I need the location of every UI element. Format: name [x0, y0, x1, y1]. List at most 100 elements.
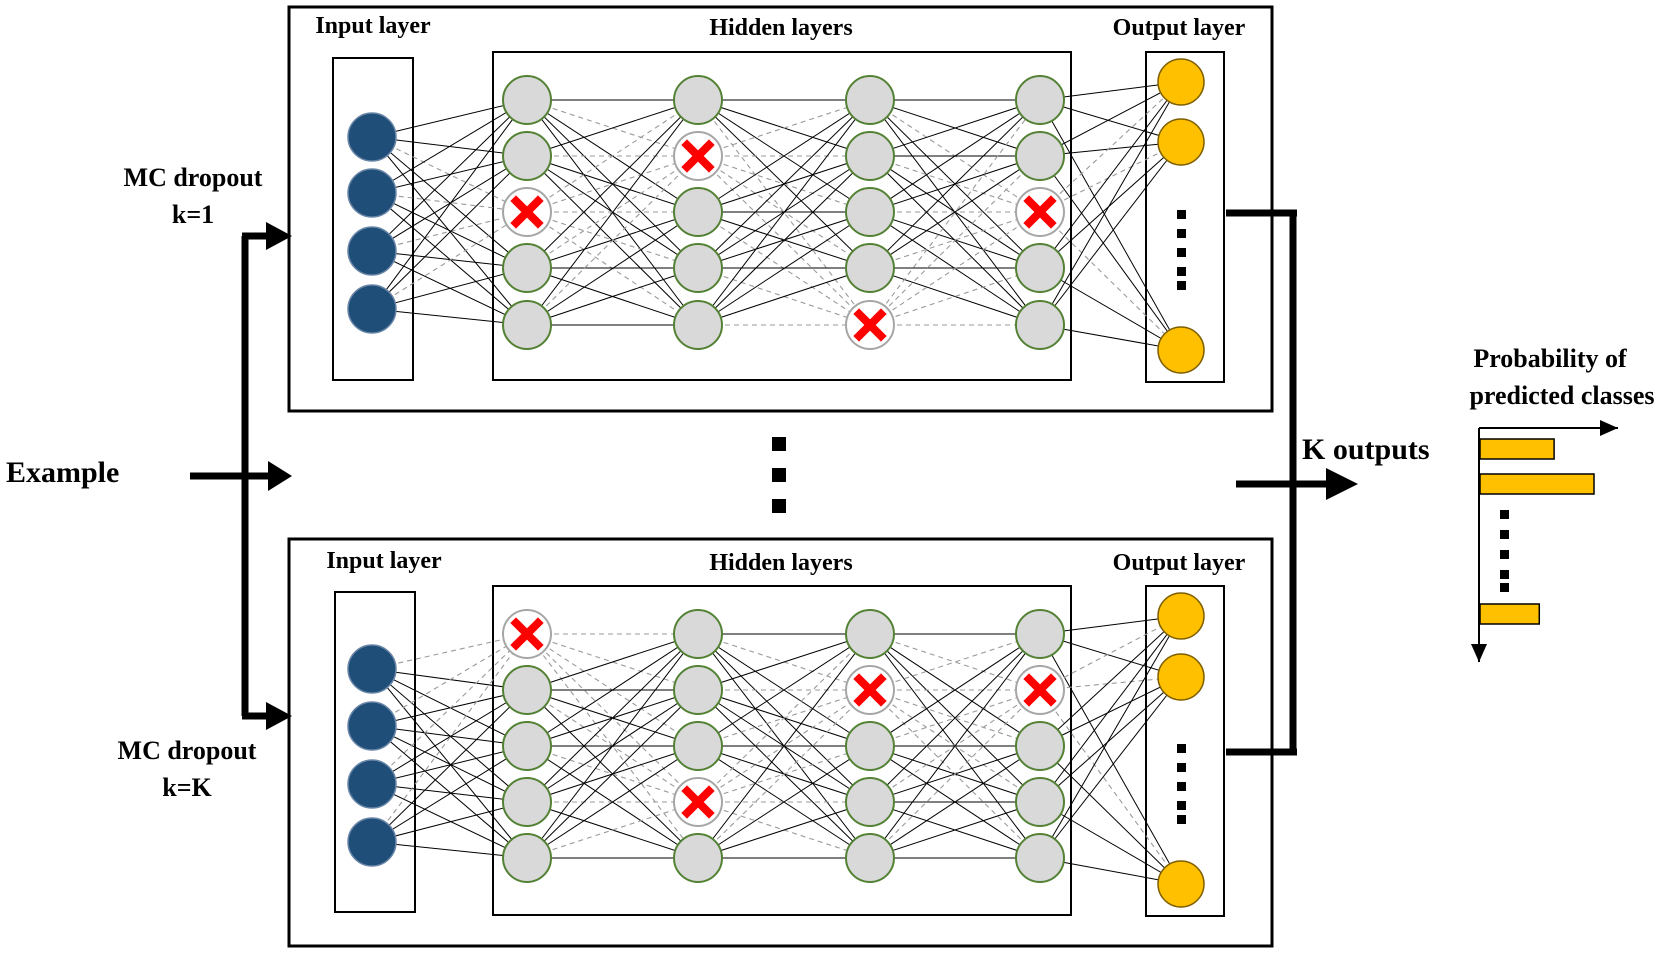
connection: [371, 267, 528, 310]
dropped-connection: [697, 633, 871, 803]
dropped-connection: [526, 801, 699, 859]
dropout-cross-icon: [510, 617, 544, 651]
hidden-node: [845, 609, 895, 659]
connection: [371, 155, 528, 194]
connection: [697, 801, 871, 859]
dropped-connection: [371, 211, 528, 310]
hidden-node: [673, 243, 723, 293]
hidden-node: [502, 833, 552, 883]
nodes-k1: [347, 58, 1205, 374]
connection: [1039, 801, 1182, 885]
connection: [526, 99, 699, 157]
hidden-node: [1015, 721, 1065, 771]
hidden-node: [845, 721, 895, 771]
connection: [371, 841, 528, 859]
dropped-node: [845, 300, 895, 350]
input-layer-box-k1: [332, 57, 414, 381]
connection: [526, 633, 699, 691]
hidden-node: [845, 75, 895, 125]
connection: [697, 99, 871, 213]
mc-dropout-kK-sub: k=K: [162, 773, 212, 802]
dropped-connection: [371, 633, 528, 843]
nodes-kK: [347, 592, 1205, 908]
hidden-node: [673, 665, 723, 715]
output-node: [1157, 58, 1205, 106]
dropped-connection: [869, 155, 1041, 213]
dropout-cross-icon: [681, 139, 715, 173]
connection: [371, 725, 528, 803]
dropped-connection: [371, 192, 528, 213]
hidden-node: [673, 833, 723, 883]
hidden-node: [502, 75, 552, 125]
hidden-node: [673, 75, 723, 125]
connection: [869, 155, 1041, 269]
network-frame-k1: [287, 5, 1274, 413]
connection: [371, 99, 528, 252]
input-node: [347, 701, 397, 751]
hidden-node: [1015, 609, 1065, 659]
connection: [371, 99, 528, 194]
dropped-connection: [526, 633, 699, 859]
connection: [697, 633, 871, 747]
connection: [869, 99, 1041, 269]
connection: [371, 801, 528, 843]
chart-ellipsis: [1500, 510, 1509, 592]
connection: [1039, 155, 1182, 351]
hidden-node: [1015, 300, 1065, 350]
input-layer-label-kK: Input layer: [326, 548, 442, 574]
dropped-connection: [869, 211, 1041, 269]
dropped-connection: [869, 633, 1041, 691]
connection: [526, 745, 699, 859]
connection: [1039, 267, 1182, 351]
dropped-node: [673, 131, 723, 181]
dropped-connection: [1039, 211, 1182, 351]
k-outputs-label: K outputs: [1302, 433, 1430, 466]
connection: [869, 99, 1041, 157]
dropped-connection: [869, 99, 1041, 326]
hidden-node: [502, 243, 552, 293]
connection: [869, 633, 1041, 803]
dropped-node: [845, 665, 895, 715]
dropped-node: [1015, 187, 1065, 237]
connection: [1039, 633, 1182, 885]
hidden-node: [845, 833, 895, 883]
connection: [697, 99, 871, 269]
hidden-node: [502, 300, 552, 350]
input-layer-box-kK: [334, 591, 416, 913]
dropped-connection: [869, 211, 1041, 326]
output-node: [1157, 860, 1205, 908]
connection: [371, 689, 528, 785]
connection: [371, 745, 528, 785]
connection: [1039, 615, 1182, 803]
connection: [1039, 615, 1182, 747]
connection: [697, 633, 871, 691]
connection: [697, 99, 871, 326]
dropped-node: [502, 609, 552, 659]
connection: [869, 99, 1041, 213]
connection: [371, 725, 528, 747]
connection: [1039, 615, 1182, 859]
output-layer-label-k1: Output layer: [1113, 15, 1246, 41]
dropout-cross-icon: [853, 673, 887, 707]
dropped-connection: [371, 136, 528, 213]
hidden-node: [1015, 131, 1065, 181]
hidden-layers-box-kK: [492, 585, 1072, 916]
connection: [1039, 141, 1182, 269]
dropped-connection: [526, 211, 699, 269]
dropped-connection: [697, 689, 871, 859]
input-node: [347, 284, 397, 334]
hidden-node: [502, 777, 552, 827]
probability-bar: [1479, 603, 1541, 625]
hidden-layers-label-k1: Hidden layers: [709, 15, 852, 41]
dropout-cross-icon: [681, 785, 715, 819]
dropped-connection: [869, 267, 1041, 326]
output-node: [1157, 326, 1205, 374]
output-flow-arrows: [1226, 209, 1358, 756]
mc-dropout-k1-sub: k=1: [172, 200, 214, 229]
input-node: [347, 226, 397, 276]
hidden-node: [1015, 243, 1065, 293]
connection: [869, 633, 1041, 747]
output-node: [1157, 118, 1205, 166]
connection: [371, 783, 528, 803]
hidden-node: [845, 243, 895, 293]
